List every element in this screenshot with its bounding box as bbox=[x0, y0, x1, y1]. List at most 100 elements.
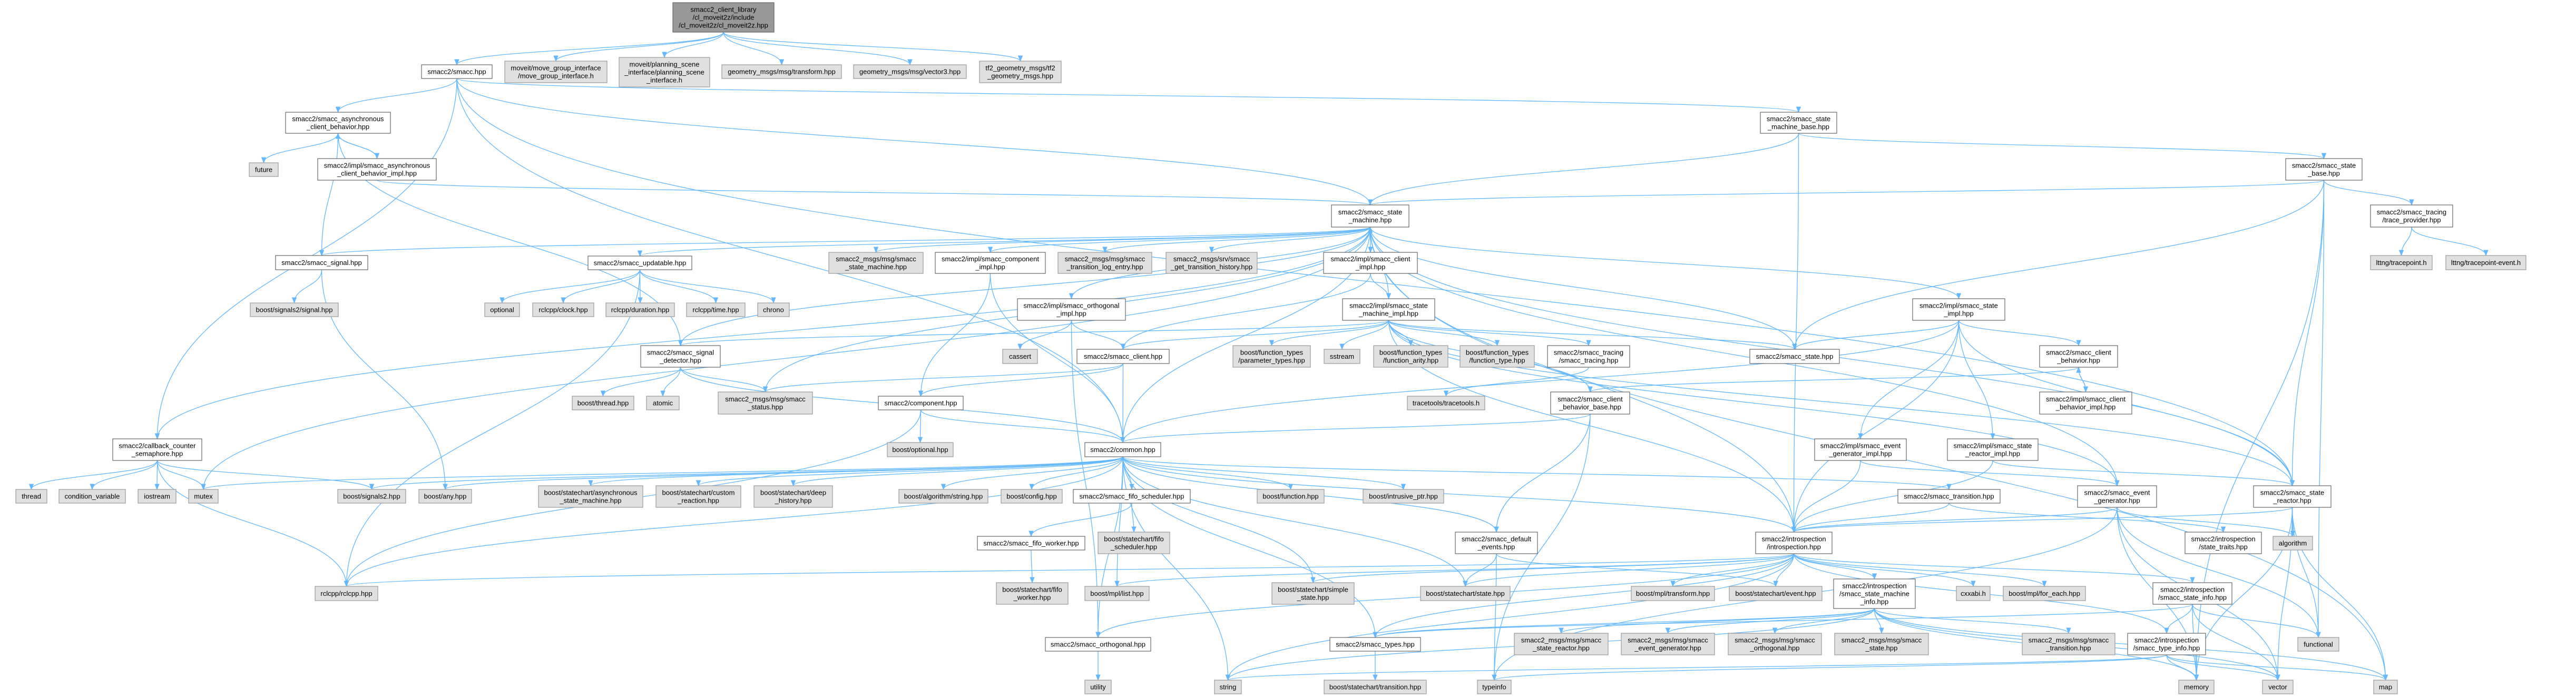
node-async-impl[interactable]: smacc2/impl/smacc_asynchronous_client_be… bbox=[317, 158, 437, 181]
node-sc-transition[interactable]: boost/statechart/transition.hpp bbox=[1324, 680, 1427, 694]
node-tracepoint-event[interactable]: lttng/tracepoint-event.h bbox=[2445, 255, 2526, 270]
node-tracetools[interactable]: tracetools/tracetools.h bbox=[1407, 396, 1485, 410]
node-async-cb[interactable]: smacc2/smacc_asynchronous_client_behavio… bbox=[285, 112, 391, 134]
node-map[interactable]: map bbox=[2373, 680, 2398, 694]
node-smacc-signal[interactable]: smacc2/smacc_signal.hpp bbox=[275, 255, 368, 270]
node-state-impl[interactable]: smacc2/impl/smacc_state_impl.hpp bbox=[1912, 298, 2005, 321]
node-tf2[interactable]: tf2_geometry_msgs/tf2_geometry_msgs.hpp bbox=[979, 61, 1062, 83]
node-future[interactable]: future bbox=[249, 162, 279, 177]
node-msgs-sm[interactable]: smacc2_msgs/msg/smacc_state_machine.hpp bbox=[828, 252, 924, 274]
node-alg-string[interactable]: boost/algorithm/string.hpp bbox=[898, 489, 988, 504]
node-chrono[interactable]: chrono bbox=[757, 302, 790, 317]
node-common[interactable]: smacc2/common.hpp bbox=[1084, 442, 1161, 457]
node-trace-provider[interactable]: smacc2/smacc_tracing/trace_provider.hpp bbox=[2370, 204, 2453, 228]
node-updatable[interactable]: smacc2/smacc_updatable.hpp bbox=[587, 256, 692, 270]
node-state-reactor-impl[interactable]: smacc2/impl/smacc_state_reactor_impl.hpp bbox=[1947, 438, 2039, 461]
node-signal2-signal[interactable]: boost/signals2/signal.hpp bbox=[250, 302, 339, 317]
node-custom-reaction[interactable]: boost/statechart/custom_reaction.hpp bbox=[655, 485, 741, 508]
node-iostream[interactable]: iostream bbox=[138, 489, 177, 504]
node-get-history[interactable]: smacc2_msgs/srv/smacc_get_transition_his… bbox=[1165, 252, 1258, 274]
node-for-each[interactable]: boost/mpl/for_each.hpp bbox=[2003, 586, 2086, 601]
node-vector[interactable]: vector bbox=[2262, 680, 2294, 694]
node-smacc-orthogonal[interactable]: smacc2/smacc_orthogonal.hpp bbox=[1045, 637, 1151, 652]
node-time[interactable]: rclcpp/time.hpp bbox=[686, 302, 746, 317]
node-fifo-scheduler[interactable]: smacc2/smacc_fifo_scheduler.hpp bbox=[1073, 489, 1191, 504]
node-event-gen-impl[interactable]: smacc2/impl/smacc_event_generator_impl.h… bbox=[1814, 438, 1907, 461]
node-smacc-tracing[interactable]: smacc2/smacc_tracing/smacc_tracing.hpp bbox=[1547, 345, 1630, 368]
node-fifo-worker[interactable]: smacc2/smacc_fifo_worker.hpp bbox=[977, 536, 1085, 551]
node-msgs-orthogonal[interactable]: smacc2_msgs/msg/smacc_orthogonal.hpp bbox=[1728, 633, 1822, 655]
node-sm-info[interactable]: smacc2/introspection/smacc_state_machine… bbox=[1833, 578, 1916, 609]
node-func-type[interactable]: boost/function_types/function_type.hpp bbox=[1460, 345, 1535, 368]
node-smacc-status[interactable]: smacc2_msgs/msg/smacc_status.hpp bbox=[718, 391, 813, 415]
node-introspection[interactable]: smacc2/introspection/introspection.hpp bbox=[1755, 532, 1833, 554]
node-move-group[interactable]: moveit/move_group_interface/move_group_i… bbox=[504, 61, 608, 83]
node-orthogonal-impl[interactable]: smacc2/impl/smacc_orthogonal_impl.hpp bbox=[1017, 298, 1126, 321]
node-sm-base[interactable]: smacc2/smacc_state_machine_base.hpp bbox=[1760, 112, 1837, 134]
node-state-machine[interactable]: smacc2/smacc_state_machine.hpp bbox=[1331, 204, 1409, 228]
node-client-behavior[interactable]: smacc2/smacc_client_behavior.hpp bbox=[2039, 345, 2118, 368]
node-boost-thread[interactable]: boost/thread.hpp bbox=[572, 396, 634, 410]
node-sm-impl[interactable]: smacc2/impl/smacc_state_machine_impl.hpp bbox=[1342, 298, 1435, 321]
node-mpl-list[interactable]: boost/mpl/list.hpp bbox=[1084, 586, 1150, 601]
node-any[interactable]: boost/any.hpp bbox=[418, 489, 472, 504]
node-deep-history[interactable]: boost/statechart/deep_history.hpp bbox=[753, 485, 833, 508]
node-memory[interactable]: memory bbox=[2178, 680, 2215, 694]
node-utility[interactable]: utility bbox=[1084, 680, 1112, 694]
node-typeinfo[interactable]: typeinfo bbox=[1477, 680, 1512, 694]
node-default-events[interactable]: smacc2/smacc_default_events.hpp bbox=[1455, 532, 1538, 554]
node-smacc-client[interactable]: smacc2/smacc_client.hpp bbox=[1076, 349, 1170, 364]
node-vector3[interactable]: geometry_msgs/msg/vector3.hpp bbox=[853, 64, 967, 79]
node-condvar[interactable]: condition_variable bbox=[58, 489, 126, 504]
node-msgs-state[interactable]: smacc2_msgs/msg/smacc_state.hpp bbox=[1834, 633, 1929, 655]
node-param-types[interactable]: boost/function_types/parameter_types.hpp bbox=[1232, 345, 1311, 368]
node-cb-base[interactable]: smacc2/smacc_client_behavior_base.hpp bbox=[1550, 391, 1630, 415]
node-smacc[interactable]: smacc2/smacc.hpp bbox=[421, 64, 493, 79]
node-cb-impl[interactable]: smacc2/impl/smacc_client_behavior_impl.h… bbox=[2039, 391, 2132, 415]
node-root[interactable]: smacc2_client_library/cl_moveit2z/includ… bbox=[672, 2, 775, 33]
node-string[interactable]: string bbox=[1214, 680, 1242, 694]
node-msgs-state-reactor[interactable]: smacc2_msgs/msg/smacc_state_reactor.hpp bbox=[1514, 633, 1609, 655]
node-planning-scene[interactable]: moveit/planning_scene_interface/planning… bbox=[619, 57, 710, 87]
node-smacc-state[interactable]: smacc2/smacc_state.hpp bbox=[1749, 349, 1840, 364]
node-callback-counter[interactable]: smacc2/callback_counter_semaphore.hpp bbox=[112, 438, 202, 461]
node-config[interactable]: boost/config.hpp bbox=[1001, 489, 1063, 504]
node-state-info[interactable]: smacc2/introspection/smacc_state_info.hp… bbox=[2152, 582, 2232, 605]
node-optional[interactable]: optional bbox=[484, 302, 520, 317]
node-msgs-transition[interactable]: smacc2_msgs/msg/smacc_transition.hpp bbox=[2022, 633, 2115, 655]
node-mutex[interactable]: mutex bbox=[188, 489, 219, 504]
node-state-base[interactable]: smacc2/smacc_state_base.hpp bbox=[2285, 158, 2363, 181]
node-state-reactor[interactable]: smacc2/smacc_state_reactor.hpp bbox=[2253, 485, 2332, 508]
node-type-info[interactable]: smacc2/introspection/smacc_type_info.hpp bbox=[2127, 633, 2206, 655]
node-algorithm[interactable]: algorithm bbox=[2273, 536, 2313, 551]
node-log-entry[interactable]: smacc2_msgs/msg/smacc_transition_log_ent… bbox=[1057, 252, 1152, 274]
node-async-sm[interactable]: boost/statechart/asynchronous_state_mach… bbox=[538, 485, 643, 508]
node-client-impl[interactable]: smacc2/impl/smacc_client_impl.hpp bbox=[1323, 252, 1418, 274]
node-component-impl[interactable]: smacc2/impl/smacc_component_impl.hpp bbox=[935, 252, 1046, 274]
node-boost-optional[interactable]: boost/optional.hpp bbox=[887, 442, 954, 457]
node-boost-function[interactable]: boost/function.hpp bbox=[1257, 489, 1325, 504]
node-smacc-types[interactable]: smacc2/smacc_types.hpp bbox=[1329, 637, 1421, 652]
node-cxxabi[interactable]: cxxabi.h bbox=[1956, 586, 1991, 601]
node-state-traits[interactable]: smacc2/introspection/state_traits.hpp bbox=[2185, 532, 2262, 554]
node-sc-fifo-scheduler[interactable]: boost/statechart/fifo_scheduler.hpp bbox=[1098, 532, 1170, 554]
node-smacc-transition[interactable]: smacc2/smacc_transition.hpp bbox=[1897, 489, 2001, 504]
node-clock[interactable]: rclcpp/clock.hpp bbox=[532, 302, 594, 317]
node-sc-fifo-worker[interactable]: boost/statechart/fifo_worker.hpp bbox=[996, 582, 1069, 605]
node-msgs-event-gen[interactable]: smacc2_msgs/msg/smacc_event_generator.hp… bbox=[1621, 633, 1715, 655]
node-func-arity[interactable]: boost/function_types/function_arity.hpp bbox=[1373, 345, 1448, 368]
node-event-generator[interactable]: smacc2/smacc_event_generator.hpp bbox=[2077, 485, 2157, 508]
node-sc-state[interactable]: boost/statechart/state.hpp bbox=[1420, 586, 1511, 601]
node-rclcpp[interactable]: rclcpp/rclcpp.hpp bbox=[315, 586, 378, 601]
node-sc-event[interactable]: boost/statechart/event.hpp bbox=[1729, 586, 1823, 601]
node-signal-detector[interactable]: smacc2/smacc_signal_detector.hpp bbox=[640, 345, 721, 368]
node-atomic[interactable]: atomic bbox=[646, 396, 680, 410]
node-intrusive-ptr[interactable]: boost/intrusive_ptr.hpp bbox=[1363, 489, 1444, 504]
node-mpl-transform[interactable]: boost/mpl/transform.hpp bbox=[1631, 586, 1715, 601]
node-thread[interactable]: thread bbox=[15, 489, 47, 504]
node-signals2[interactable]: boost/signals2.hpp bbox=[337, 489, 406, 504]
node-cassert[interactable]: cassert bbox=[1002, 349, 1038, 364]
node-component[interactable]: smacc2/component.hpp bbox=[878, 396, 964, 410]
node-functional[interactable]: functional bbox=[2297, 637, 2339, 652]
node-duration[interactable]: rclcpp/duration.hpp bbox=[605, 302, 675, 317]
